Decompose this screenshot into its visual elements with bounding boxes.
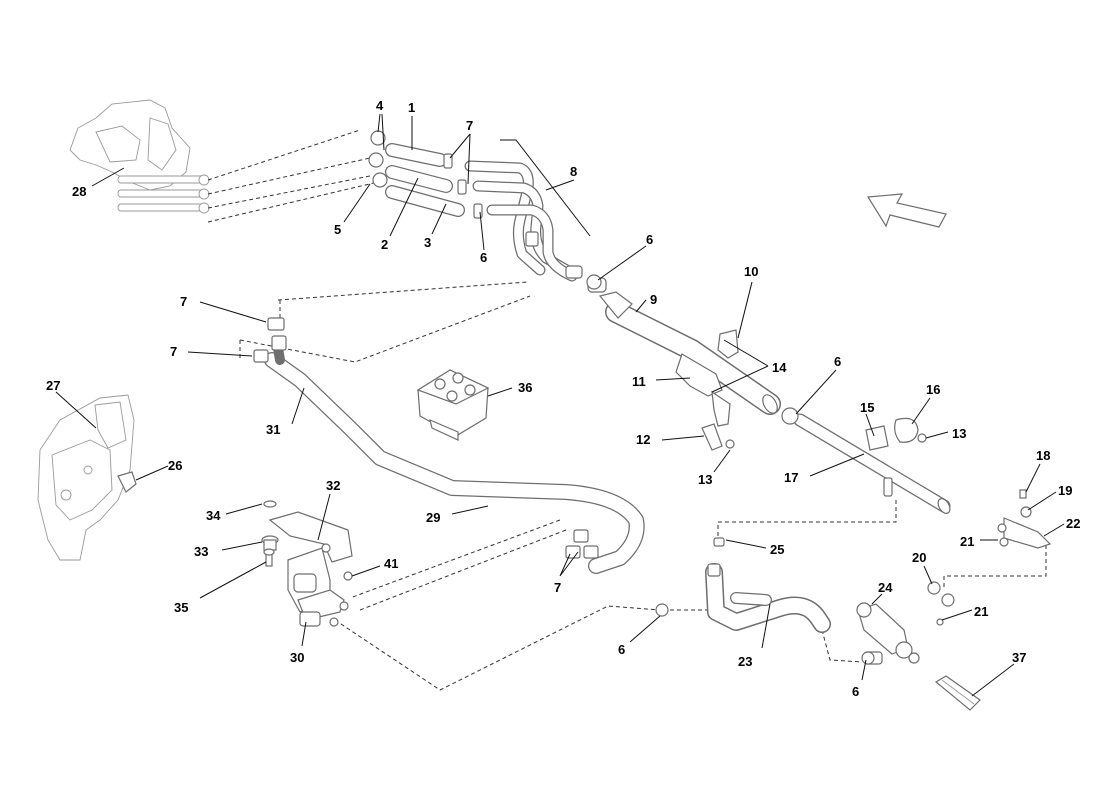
callout-11: 11	[632, 374, 646, 389]
callout-1: 1	[408, 100, 415, 115]
callout-23: 23	[738, 654, 752, 669]
callout-12: 12	[636, 432, 650, 447]
callout-numbers: 4 1 7 8 5 2 3 6 6 28 10 9 7 7 14 6 11 36…	[46, 98, 1080, 699]
callout-26: 26	[168, 458, 182, 473]
part-23-hose	[705, 537, 831, 633]
leader-lines	[55, 113, 1065, 697]
callout-15: 15	[860, 400, 874, 415]
callout-34: 34	[206, 508, 221, 523]
callout-30: 30	[290, 650, 304, 665]
callout-7-top: 7	[466, 118, 473, 133]
callout-21-lower: 21	[974, 604, 988, 619]
callout-24: 24	[878, 580, 893, 595]
callout-35: 35	[174, 600, 188, 615]
part-15-16-bracket	[865, 417, 927, 451]
callout-32: 32	[326, 478, 340, 493]
callout-6-pipe: 6	[646, 232, 653, 247]
callout-25: 25	[770, 542, 784, 557]
part-22-bracket	[997, 489, 1052, 549]
callout-2: 2	[381, 237, 388, 252]
part-37-sleeve	[934, 675, 981, 711]
part-30-valve	[287, 547, 349, 627]
callout-13-mid: 13	[698, 472, 712, 487]
callout-31: 31	[266, 422, 280, 437]
part-17-pipe	[781, 407, 951, 514]
callout-41: 41	[384, 556, 398, 571]
part-27-heater-housing	[37, 394, 135, 561]
connection-lines	[207, 129, 1047, 691]
callout-13-right: 13	[952, 426, 966, 441]
callout-9: 9	[650, 292, 657, 307]
part-26-clip	[117, 471, 137, 493]
callout-8: 8	[570, 164, 577, 179]
part-20-clamp	[927, 581, 955, 626]
part-35-bolt	[263, 548, 275, 567]
part-28-bracket	[69, 99, 210, 214]
callout-6-upper: 6	[480, 250, 487, 265]
part-24-pump	[856, 602, 920, 665]
part-6-clamps	[586, 274, 875, 665]
callout-20: 20	[912, 550, 926, 565]
callout-21-upper: 21	[960, 534, 974, 549]
callout-17: 17	[784, 470, 798, 485]
part-1-3-hoses	[368, 130, 465, 217]
part-36-valve-block	[416, 369, 490, 441]
part-29-31-long-pipe	[253, 317, 645, 574]
callout-19: 19	[1058, 483, 1072, 498]
part-9-pipe	[587, 277, 781, 427]
callout-22: 22	[1066, 516, 1080, 531]
callout-37: 37	[1012, 650, 1026, 665]
callout-4: 4	[376, 98, 384, 113]
direction-arrow-icon	[866, 193, 947, 228]
part-8-tube-bundle	[443, 139, 591, 282]
callout-7-left-b: 7	[170, 344, 177, 359]
part-12-clip	[701, 423, 735, 451]
callout-6-mid: 6	[834, 354, 841, 369]
part-32-bracket	[268, 511, 353, 563]
callout-5: 5	[334, 222, 341, 237]
callout-6-pump: 6	[852, 684, 859, 699]
part-34-washer	[263, 500, 277, 508]
callout-3: 3	[424, 235, 431, 250]
part-33-grommet	[261, 535, 279, 551]
callout-16: 16	[926, 382, 940, 397]
callout-29: 29	[426, 510, 440, 525]
callout-36: 36	[518, 380, 532, 395]
callout-10: 10	[744, 264, 758, 279]
callout-7-lower: 7	[554, 580, 561, 595]
callout-33: 33	[194, 544, 208, 559]
callout-28: 28	[72, 184, 86, 199]
callout-7-left-a: 7	[180, 294, 187, 309]
callout-27: 27	[46, 378, 60, 393]
callout-18: 18	[1036, 448, 1050, 463]
callout-14: 14	[772, 360, 787, 375]
part-41-nut	[343, 571, 353, 581]
callout-6-lower: 6	[618, 642, 625, 657]
